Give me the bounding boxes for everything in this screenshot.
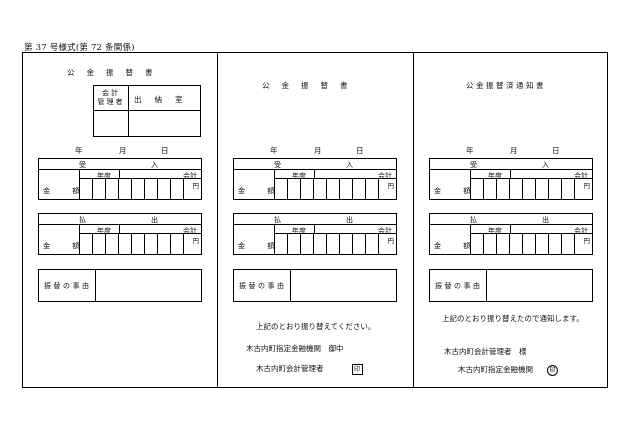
approval-stamp-box: 会計 管理者 出納室 <box>93 85 201 137</box>
date-day: 日 <box>161 146 169 155</box>
account-label: 会計 <box>378 227 392 235</box>
panel-title: 公金振替書 <box>67 68 165 77</box>
payment-title-a: 払 <box>470 216 477 224</box>
payment-title-a: 払 <box>274 216 281 224</box>
receipt-title-b: 入 <box>151 161 158 169</box>
payment-title-b: 出 <box>542 216 549 224</box>
fiscal-year-label: 年度 <box>488 172 502 180</box>
date-line: 年 月 日 <box>63 145 203 155</box>
form-code: 第 37 号様式(第 72 条関係) <box>24 43 135 53</box>
payment-block: 払 出 年度 会計 金 額 円 <box>429 213 593 255</box>
addressee: 木古内町指定金融機関 御中 <box>246 344 344 353</box>
yen-label: 円 <box>583 182 591 190</box>
panel-transfer-slip-2: 公金振替書 年 月 日 受 入 年度 会計 金 額 円 払 出 年度 会計 金 額 … <box>218 53 414 387</box>
payment-title-a: 払 <box>79 216 86 224</box>
form-sheet: 公金振替書 会計 管理者 出納室 年 月 日 受 入 年度 会計 金 額 円 払 出 <box>22 52 608 388</box>
payment-block: 払 出 年度 会計 金 額 円 <box>38 213 202 255</box>
fiscal-year-label: 年度 <box>292 227 306 235</box>
amount-label: 金 額 <box>238 242 285 250</box>
transfer-reason-box: 振替の事由 <box>38 269 202 302</box>
receipt-title-b: 入 <box>346 161 353 169</box>
date-month: 月 <box>314 146 322 155</box>
receipt-block: 受 入 年度 会計 金 額 円 <box>38 158 202 200</box>
sender: 木古内町指定金融機関 <box>458 365 533 374</box>
receipt-block: 受 入 年度 会計 金 額 円 <box>429 158 593 200</box>
instruction-note: 上記のとおり振り替えてください。 <box>256 322 376 331</box>
yen-label: 円 <box>387 237 395 245</box>
amount-label: 金 額 <box>43 242 90 250</box>
receipt-title-b: 入 <box>542 161 549 169</box>
yen-label: 円 <box>387 182 395 190</box>
fiscal-year-label: 年度 <box>97 227 111 235</box>
transfer-reason-box: 振替の事由 <box>429 269 593 302</box>
panel-transfer-slip-1: 公金振替書 会計 管理者 出納室 年 月 日 受 入 年度 会計 金 額 円 払 出 <box>23 53 218 387</box>
sender: 木古内町会計管理者 <box>256 364 324 373</box>
payment-title-b: 出 <box>151 216 158 224</box>
fiscal-year-label: 年度 <box>488 227 502 235</box>
payment-title-b: 出 <box>346 216 353 224</box>
date-line: 年 月 日 <box>258 145 398 155</box>
receipt-title-a: 受 <box>79 161 86 169</box>
yen-label: 円 <box>192 237 200 245</box>
date-year: 年 <box>466 146 474 155</box>
transfer-reason-label: 振替の事由 <box>435 282 483 290</box>
panel-title: 公金振替済通知書 <box>466 81 546 90</box>
seal-mark-icon: 印 <box>547 364 558 376</box>
yen-label: 円 <box>192 182 200 190</box>
transfer-reason-label: 振替の事由 <box>239 282 287 290</box>
receipt-title-a: 受 <box>274 161 281 169</box>
date-month: 月 <box>119 146 127 155</box>
cashier-office-label: 出納室 <box>134 95 196 104</box>
date-month: 月 <box>510 146 518 155</box>
amount-label: 金 額 <box>434 242 481 250</box>
date-day: 日 <box>356 146 364 155</box>
fiscal-year-label: 年度 <box>97 172 111 180</box>
date-line: 年 月 日 <box>454 145 594 155</box>
fiscal-year-label: 年度 <box>292 172 306 180</box>
account-label: 会計 <box>574 172 588 180</box>
amount-label: 金 額 <box>238 187 285 195</box>
amount-label: 金 額 <box>434 187 481 195</box>
notice-note: 上記のとおり振り替えたので通知します。 <box>442 314 584 323</box>
account-label: 会計 <box>378 172 392 180</box>
date-day: 日 <box>552 146 560 155</box>
transfer-reason-box: 振替の事由 <box>233 269 397 302</box>
date-year: 年 <box>75 146 83 155</box>
account-label: 会計 <box>183 227 197 235</box>
yen-label: 円 <box>583 237 591 245</box>
amount-label: 金 額 <box>43 187 90 195</box>
payment-block: 払 出 年度 会計 金 額 円 <box>233 213 397 255</box>
panel-title: 公金振替書 <box>262 81 360 90</box>
panel-transfer-notice: 公金振替済通知書 年 月 日 受 入 年度 会計 金 額 円 払 出 年度 会計 金… <box>414 53 607 387</box>
receipt-block: 受 入 年度 会計 金 額 円 <box>233 158 397 200</box>
addressee: 木古内町会計管理者 様 <box>444 347 527 356</box>
account-label: 会計 <box>574 227 588 235</box>
receipt-title-a: 受 <box>470 161 477 169</box>
transfer-reason-label: 振替の事由 <box>44 282 92 290</box>
sender-line: 木古内町会計管理者 印 <box>256 363 363 375</box>
sender-line: 木古内町指定金融機関 印 <box>458 364 558 376</box>
seal-mark-icon: 印 <box>351 363 363 375</box>
account-label: 会計 <box>183 172 197 180</box>
accounting-manager-label: 会計 管理者 <box>97 89 125 106</box>
date-year: 年 <box>270 146 278 155</box>
